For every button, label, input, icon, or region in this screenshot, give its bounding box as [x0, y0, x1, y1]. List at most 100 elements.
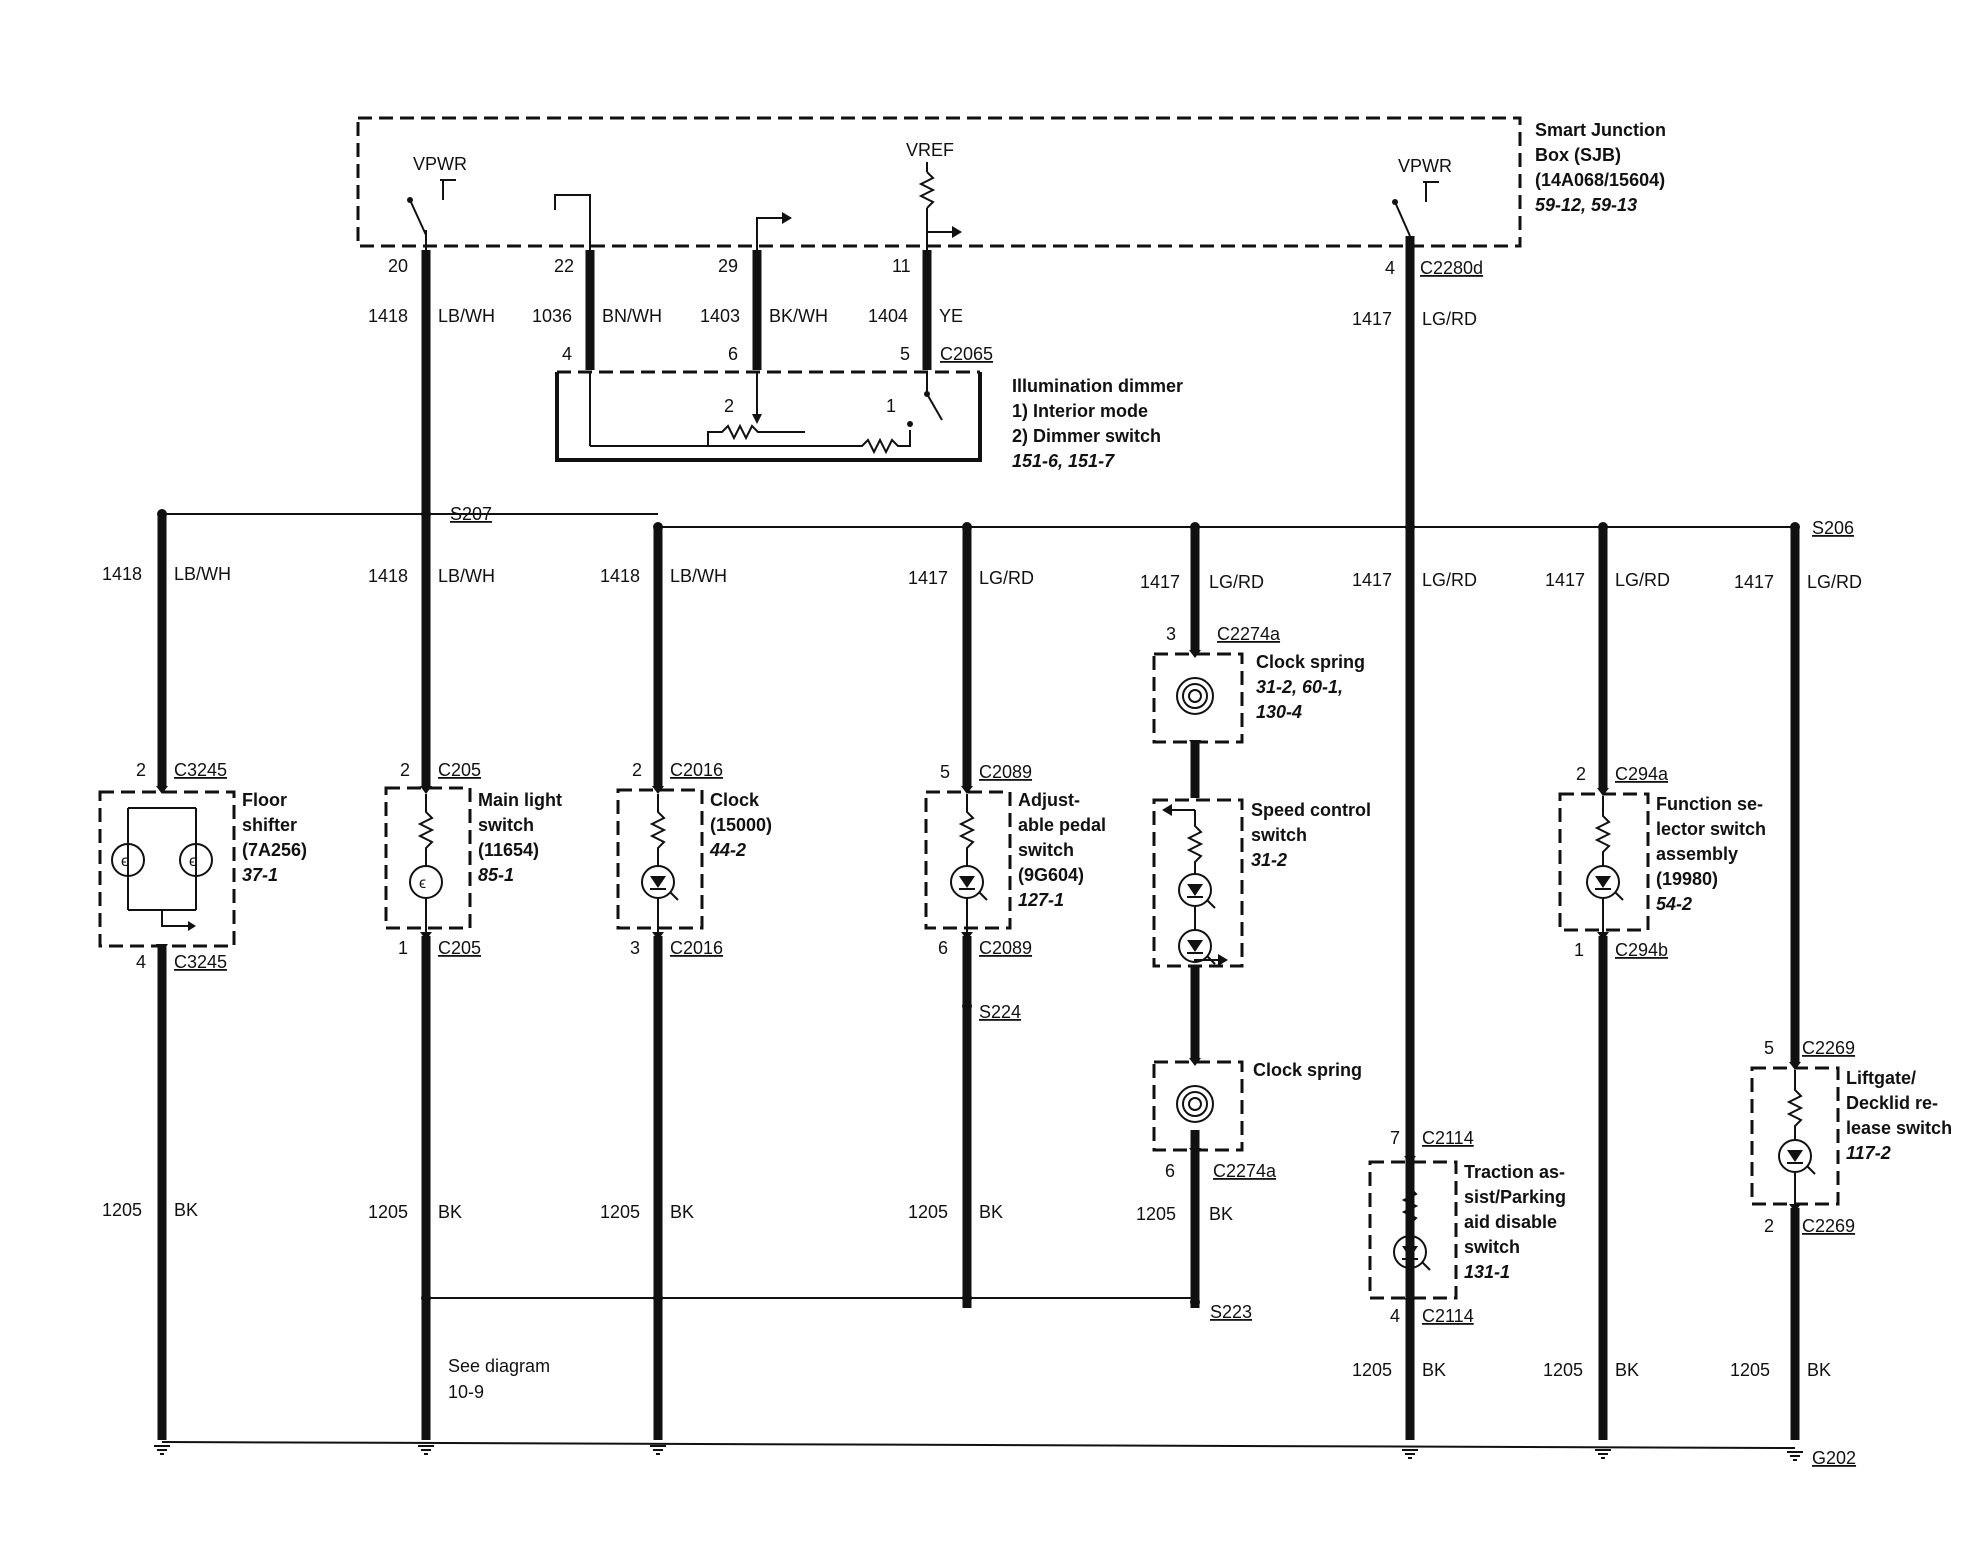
col1-top-pin: 2: [136, 760, 146, 780]
vpwr-left-label: VPWR: [413, 154, 467, 174]
col3-name-2: (15000): [710, 815, 772, 835]
clock-spring-top-icon: [1176, 650, 1214, 748]
top-wire-2-circuit: 1036: [532, 306, 572, 326]
dimmer-internals: [589, 372, 943, 455]
col1-circuit: 1418: [102, 564, 142, 584]
col5-gnd-circuit: 1205: [1136, 1204, 1176, 1224]
col1-bot-pin: 4: [136, 952, 146, 972]
col4-name-1: Adjust-: [1018, 790, 1080, 810]
column-wires: [157, 512, 1800, 1440]
col3-name-1: Clock: [710, 790, 760, 810]
sjb-title-3: (14A068/15604): [1535, 170, 1665, 190]
col3-color: LB/WH: [670, 566, 727, 586]
col2-name-2: switch: [478, 815, 534, 835]
col5-ref-2: 130-4: [1256, 702, 1302, 722]
s224-label: S224: [979, 1002, 1021, 1022]
clock-internals: [641, 786, 679, 940]
col7-ref: 54-2: [1656, 894, 1692, 914]
col2-bot-conn: C205: [438, 938, 481, 958]
speed-control-internals: [1162, 804, 1228, 966]
col2-top-pin: 2: [400, 760, 410, 780]
sjb-pin-20: 20: [388, 256, 408, 276]
col7-bot-conn: C294b: [1615, 940, 1668, 960]
col7-bot-pin: 1: [1574, 940, 1584, 960]
col8-ref: 117-2: [1846, 1143, 1891, 1163]
col4-ref: 127-1: [1018, 890, 1064, 910]
col4-color: LG/RD: [979, 568, 1034, 588]
col4-circuit: 1417: [908, 568, 948, 588]
col5-name-1: Clock spring: [1256, 652, 1365, 672]
col5-color: LG/RD: [1209, 572, 1264, 592]
col8-circuit: 1417: [1734, 572, 1774, 592]
col2-gnd-color: BK: [438, 1202, 462, 1222]
col8-top-conn: C2269: [1802, 1038, 1855, 1058]
sjb-pin-22: 22: [554, 256, 574, 276]
dimmer-pos-1: 1: [886, 396, 896, 416]
col4-top-pin: 5: [940, 762, 950, 782]
col7-name-2: lector switch: [1656, 819, 1766, 839]
clock-spring-bottom-name: Clock spring: [1253, 1060, 1362, 1080]
see-diagram-line2: 10-9: [448, 1382, 484, 1402]
dimmer-box: [555, 372, 982, 462]
col3-circuit: 1418: [600, 566, 640, 586]
clock-spring-bottom-icon: [1176, 1058, 1214, 1156]
see-diagram-line1: See diagram: [448, 1356, 550, 1376]
sjb-title-2: Box (SJB): [1535, 145, 1621, 165]
main-light-internals: ϵ: [409, 786, 443, 940]
ground-symbols: [154, 1445, 1803, 1461]
vref-resistor: [918, 162, 962, 250]
top-wire-2-color: BN/WH: [602, 306, 662, 326]
vref-label: VREF: [906, 140, 954, 160]
col1-gnd-circuit: 1205: [102, 1200, 142, 1220]
top-wire-1-color: LB/WH: [438, 306, 495, 326]
vpwr-right-label: VPWR: [1398, 156, 1452, 176]
col6-bot-conn: C2114: [1422, 1306, 1474, 1326]
col8-gnd-color: BK: [1807, 1360, 1831, 1380]
top-wire-5-color: LG/RD: [1422, 309, 1477, 329]
col5-gnd-color: BK: [1209, 1204, 1233, 1224]
col5-top-conn: C2274a: [1217, 624, 1281, 644]
col2-color: LB/WH: [438, 566, 495, 586]
col2-ref: 85-1: [478, 865, 514, 885]
col-main-color: LG/RD: [1422, 570, 1477, 590]
col5-bot-conn: C2274a: [1213, 1161, 1277, 1181]
pin22-loop: [554, 194, 591, 250]
dimmer-ref: 151-6, 151-7: [1012, 451, 1115, 471]
vpwr-left-switch: [407, 179, 456, 250]
speed-control-ref: 31-2: [1251, 850, 1287, 870]
traction-internals: [1393, 1156, 1431, 1306]
s223-label: S223: [1210, 1302, 1252, 1322]
col7-top-pin: 2: [1576, 764, 1586, 784]
col1-ref: 37-1: [242, 865, 278, 885]
col7-name-1: Function se-: [1656, 794, 1763, 814]
col2-top-conn: C205: [438, 760, 481, 780]
col8-gnd-circuit: 1205: [1730, 1360, 1770, 1380]
col7-gnd-color: BK: [1615, 1360, 1639, 1380]
dimmer-pin-4: 4: [562, 344, 572, 364]
col3-gnd-circuit: 1205: [600, 1202, 640, 1222]
function-selector-internals: [1586, 788, 1624, 940]
col7-color: LG/RD: [1615, 570, 1670, 590]
col1-bot-conn: C3245: [174, 952, 227, 972]
svg-text:ϵ: ϵ: [419, 875, 426, 892]
col-main-circuit: 1417: [1352, 570, 1392, 590]
sjb-pin-29: 29: [718, 256, 738, 276]
col2-name-1: Main light: [478, 790, 562, 810]
col6-name-4: switch: [1464, 1237, 1520, 1257]
col4-name-3: switch: [1018, 840, 1074, 860]
dimmer-line1: 1) Interior mode: [1012, 401, 1148, 421]
sjb-pin-11: 11: [892, 256, 911, 276]
col1-name-1: Floor: [242, 790, 287, 810]
svg-text:ϵ: ϵ: [189, 853, 196, 870]
col8-color: LG/RD: [1807, 572, 1862, 592]
s206-label: S206: [1812, 518, 1854, 538]
col7-top-conn: C294a: [1615, 764, 1669, 784]
dimmer-pin-5: 5: [900, 344, 910, 364]
sjb-title-1: Smart Junction: [1535, 120, 1666, 140]
col4-bot-conn: C2089: [979, 938, 1032, 958]
col4-top-conn: C2089: [979, 762, 1032, 782]
col8-top-pin: 5: [1764, 1038, 1774, 1058]
col5-ref-1: 31-2, 60-1,: [1256, 677, 1343, 697]
col1-name-3: (7A256): [242, 840, 307, 860]
sjb-connector: C2280d: [1420, 258, 1483, 278]
